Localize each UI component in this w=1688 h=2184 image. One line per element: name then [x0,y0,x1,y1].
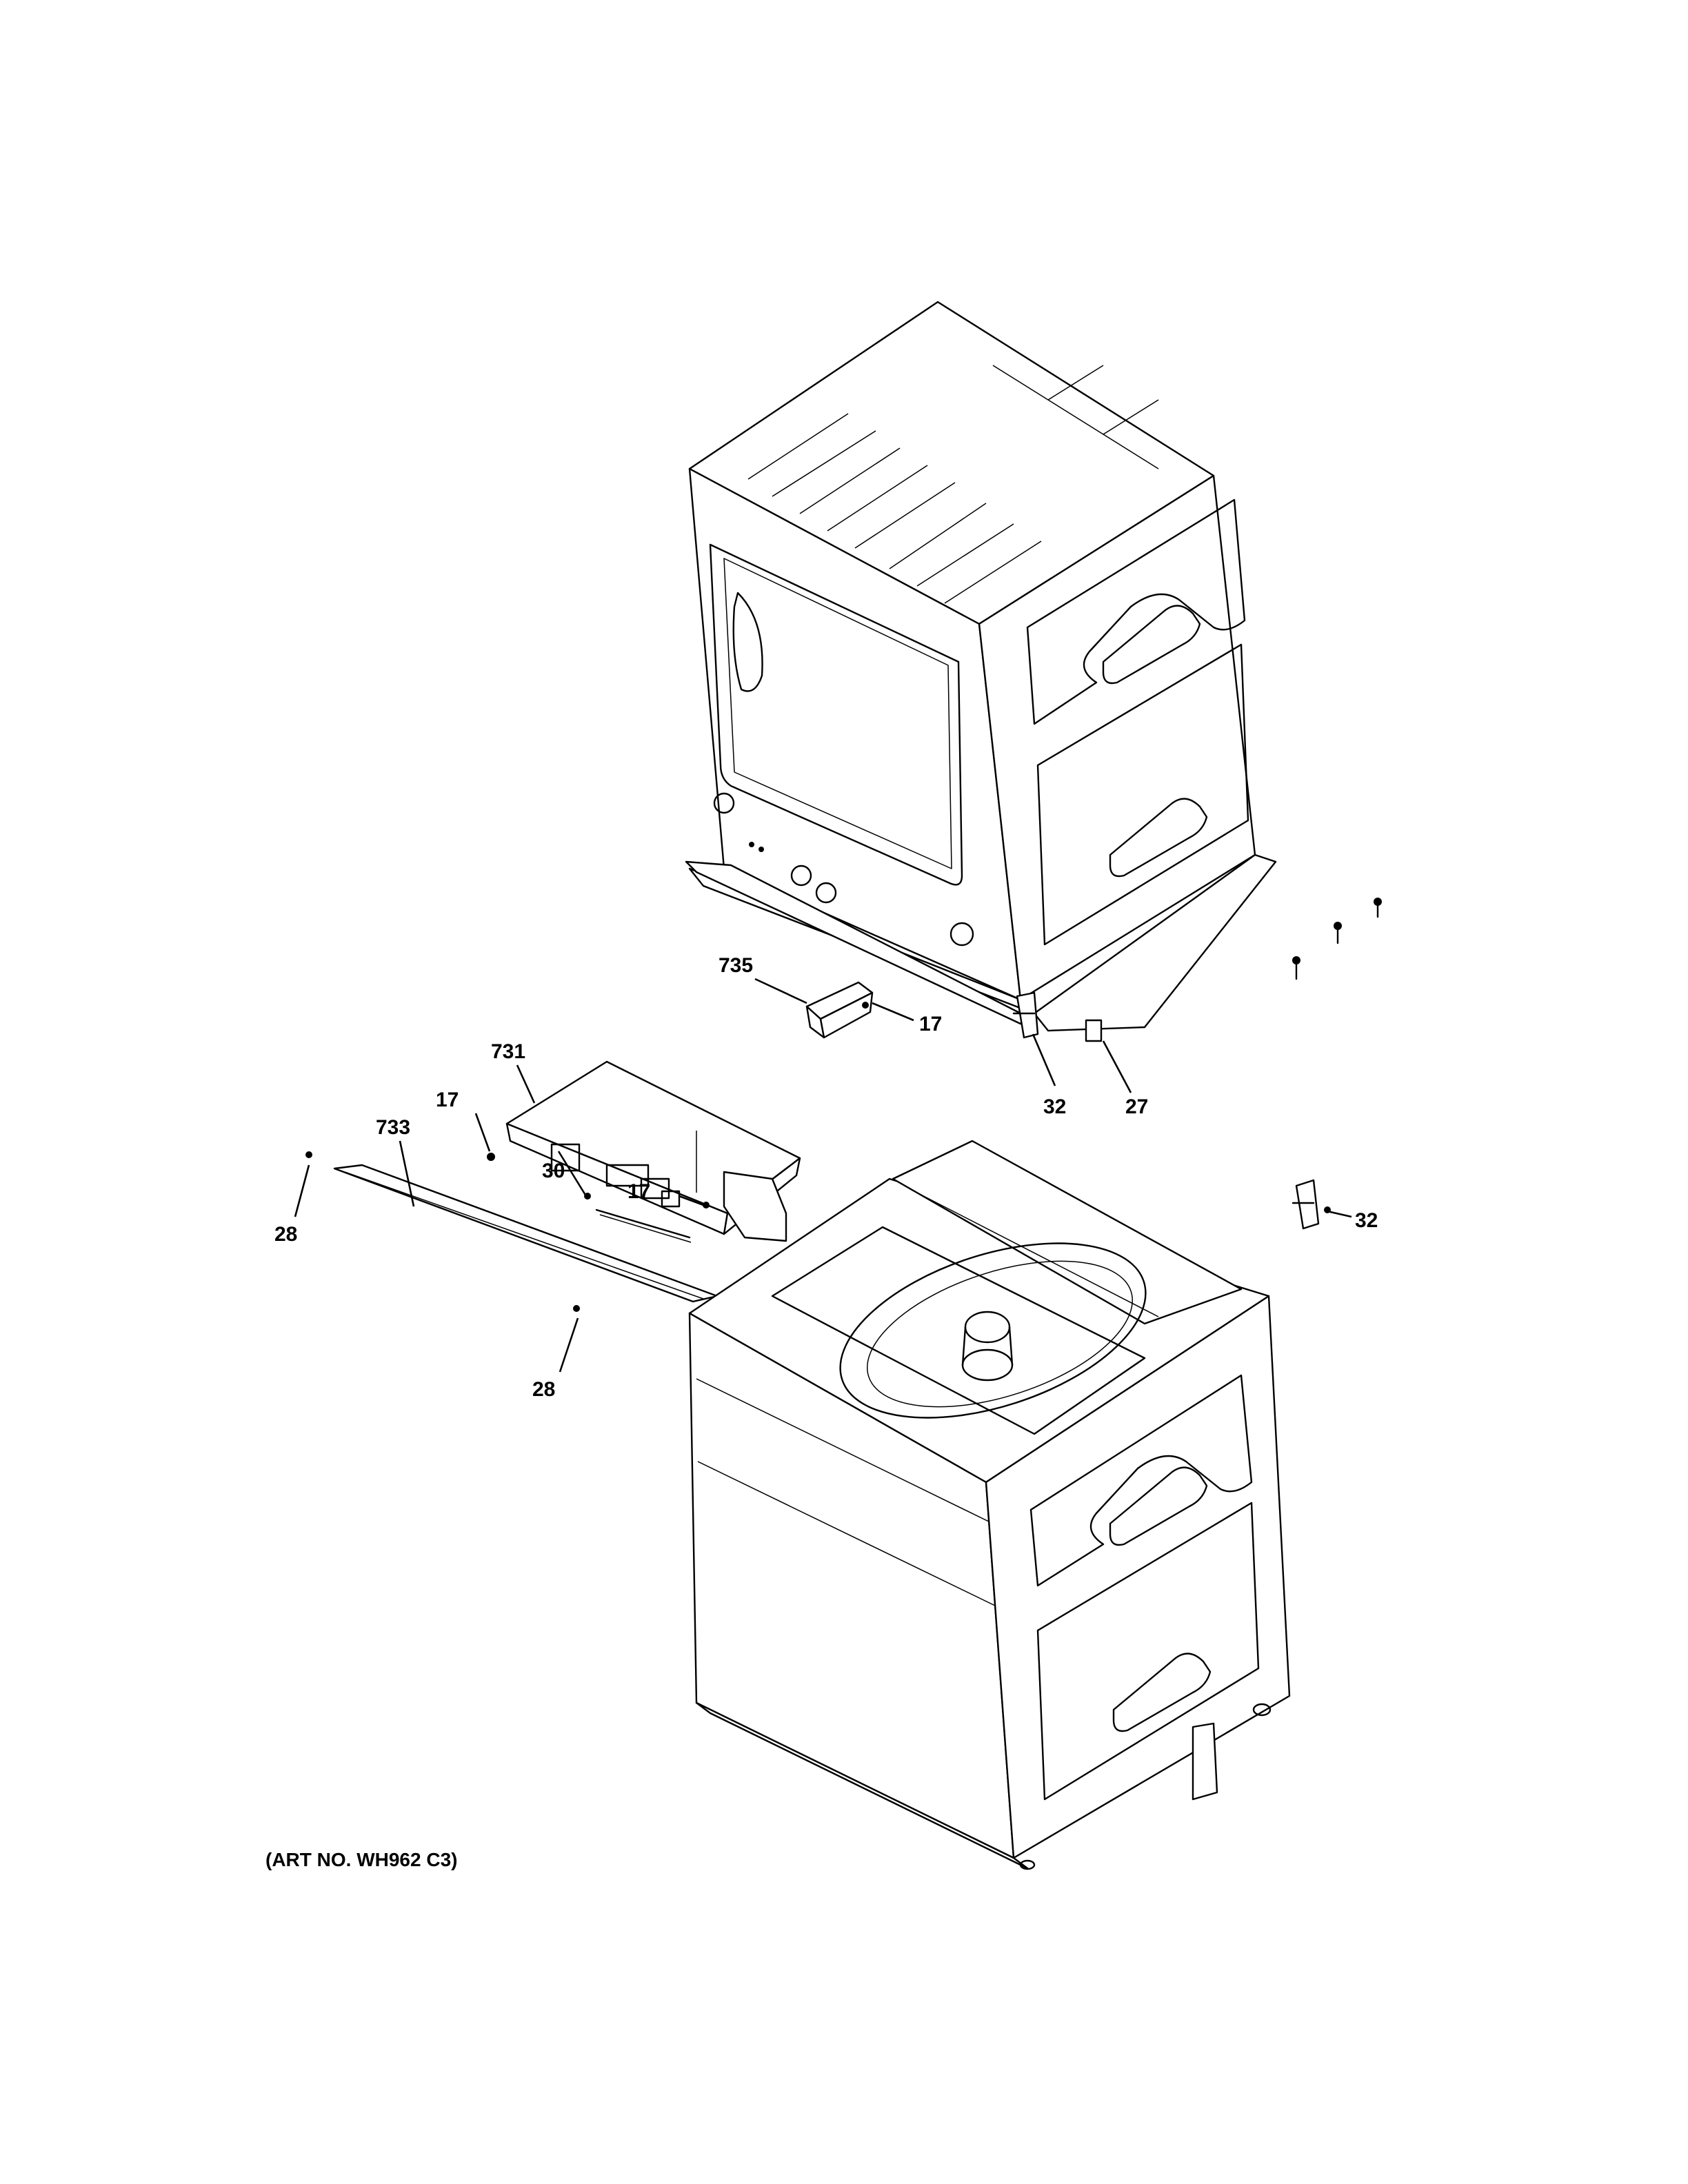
callout-731: 731 [491,1040,525,1063]
control-box-731 [505,1060,801,1242]
callout-32-lower: 32 [1355,1209,1378,1232]
callout-733: 733 [376,1116,410,1139]
callout-labels: 731 17 733 735 17 30 17 32 27 28 32 28 [274,954,1378,1401]
dryer-unit [685,301,1277,1032]
trim-strip [595,1209,692,1243]
dryer-screws [1292,898,1382,980]
callout-17-lower: 17 [627,1180,650,1203]
bracket-735 [805,981,874,1039]
callout-27: 27 [1125,1095,1148,1118]
callout-32-upper: 32 [1043,1095,1066,1118]
callout-28-left: 28 [274,1223,297,1246]
leader-lines [294,978,1352,1373]
callout-735: 735 [719,954,753,977]
callout-28-center: 28 [532,1378,555,1401]
callout-17-upper-left: 17 [436,1089,459,1111]
art-number: (ART NO. WH962 C3) [265,1849,457,1870]
bracket-32-lower [1292,1179,1331,1230]
callout-30: 30 [542,1160,565,1182]
washer-unit [688,1140,1291,1870]
callout-17-bracket: 17 [919,1013,942,1035]
bracket-32-upper [1012,991,1039,1039]
part-27 [1085,1019,1103,1042]
